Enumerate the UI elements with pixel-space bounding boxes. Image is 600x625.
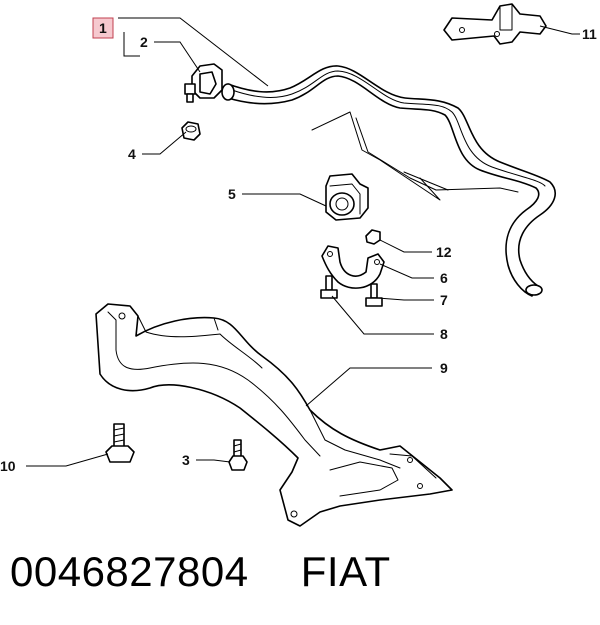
callout-4: 4 <box>128 146 136 162</box>
bolt-10 <box>105 423 135 463</box>
leader-lines <box>26 17 580 467</box>
callout-2: 2 <box>140 34 148 50</box>
callout-7: 7 <box>440 292 448 308</box>
bushing-bracket-2 <box>184 63 223 103</box>
callout-3: 3 <box>182 452 190 468</box>
bracket-11 <box>443 3 547 45</box>
bolt-3 <box>228 439 248 471</box>
callout-5: 5 <box>228 186 236 202</box>
callouts: 1 2 11 4 5 12 6 7 8 9 10 3 <box>0 17 597 474</box>
clamp-6 <box>321 245 385 289</box>
nut-12 <box>365 229 381 245</box>
bolt-8 <box>320 275 338 299</box>
part-number: 0046827804 <box>10 548 249 595</box>
callout-1-highlight <box>92 17 114 39</box>
callout-10: 10 <box>0 458 16 474</box>
nut-4 <box>181 121 201 141</box>
subframe-9 <box>95 303 453 527</box>
brand-name: FIAT <box>300 548 391 595</box>
callout-6: 6 <box>440 270 448 286</box>
callout-12: 12 <box>436 244 452 260</box>
parts-diagram: 1 2 11 4 5 12 6 7 8 9 10 3 <box>0 3 597 527</box>
callout-9: 9 <box>440 360 448 376</box>
callout-1: 1 <box>99 20 107 36</box>
stabilizer-bar <box>221 65 556 297</box>
rubber-bushing-5 <box>325 173 369 221</box>
part-label: 0046827804 FIAT <box>10 548 391 596</box>
bolt-7 <box>365 283 383 307</box>
callout-11: 11 <box>582 26 597 42</box>
callout-8: 8 <box>440 326 448 342</box>
